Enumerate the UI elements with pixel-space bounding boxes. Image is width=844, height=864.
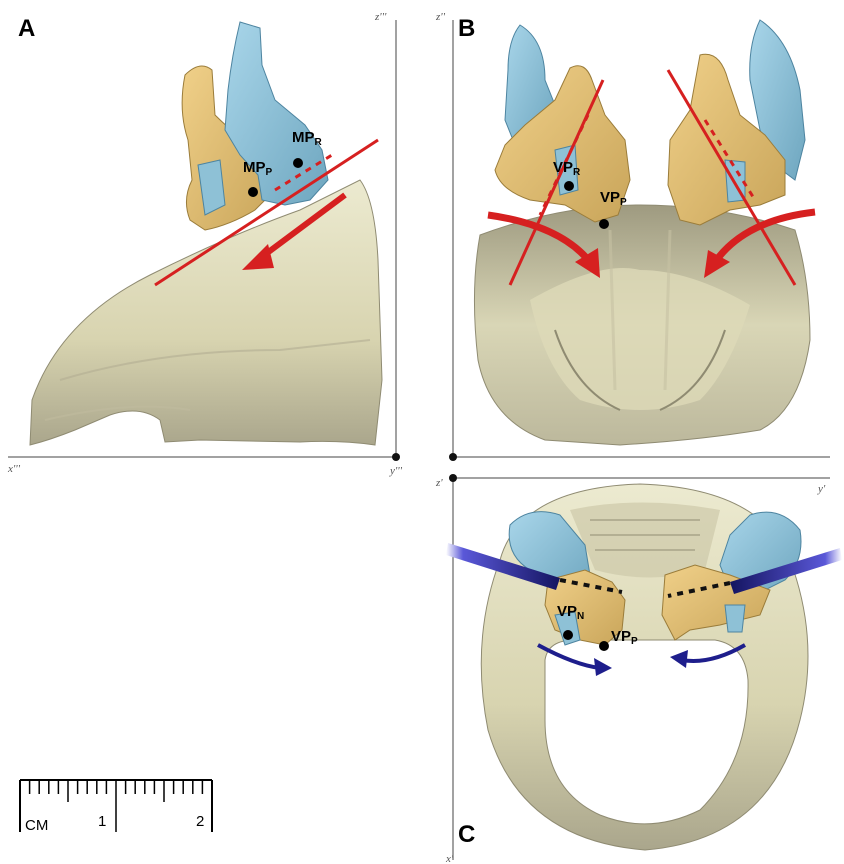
scale-label-1: 1 (98, 813, 106, 830)
panel-b-vpr-dot (564, 181, 574, 191)
panel-b-origin (449, 453, 457, 461)
scale-label-2: 2 (196, 813, 204, 830)
panel-a-label: A (18, 15, 35, 42)
scale-bar: CM 1 2 (20, 780, 212, 834)
panel-b-label: B (458, 15, 475, 42)
panel-b-vpp-dot (599, 219, 609, 229)
panel-a-z-label: z''' (374, 11, 387, 23)
panel-b-z-label: z'' (435, 11, 446, 23)
panel-b-y-label: y' (817, 483, 826, 495)
panel-c-z-label: z' (435, 477, 443, 489)
panel-a-origin (392, 453, 400, 461)
panel-a: A z''' x''' y''' MPR MPP (7, 11, 403, 477)
panel-c-x-label: x' (445, 853, 454, 864)
panel-c-vpp-dot (599, 641, 609, 651)
panel-c-origin (449, 474, 457, 482)
panel-a-mpp-dot (248, 187, 258, 197)
panel-c-blue-arrowhead-left (594, 658, 612, 676)
panel-a-y-label: y''' (389, 465, 403, 477)
panel-a-mpr-dot (293, 158, 303, 168)
panel-c: C z' y' x' VPN VPP (435, 474, 842, 864)
scale-unit-label: CM (25, 817, 48, 834)
panel-a-x-label: x''' (7, 463, 21, 475)
panel-c-label: C (458, 821, 475, 848)
panel-c-vpn-dot (563, 630, 573, 640)
panel-c-blue-arrow-left (538, 645, 600, 668)
panel-a-mpr-label: MPR (292, 129, 323, 148)
scale-ticks (20, 780, 212, 832)
panel-c-blue-arrowhead-right (670, 650, 688, 668)
panel-b: B z'' VPR VPP (435, 11, 830, 461)
